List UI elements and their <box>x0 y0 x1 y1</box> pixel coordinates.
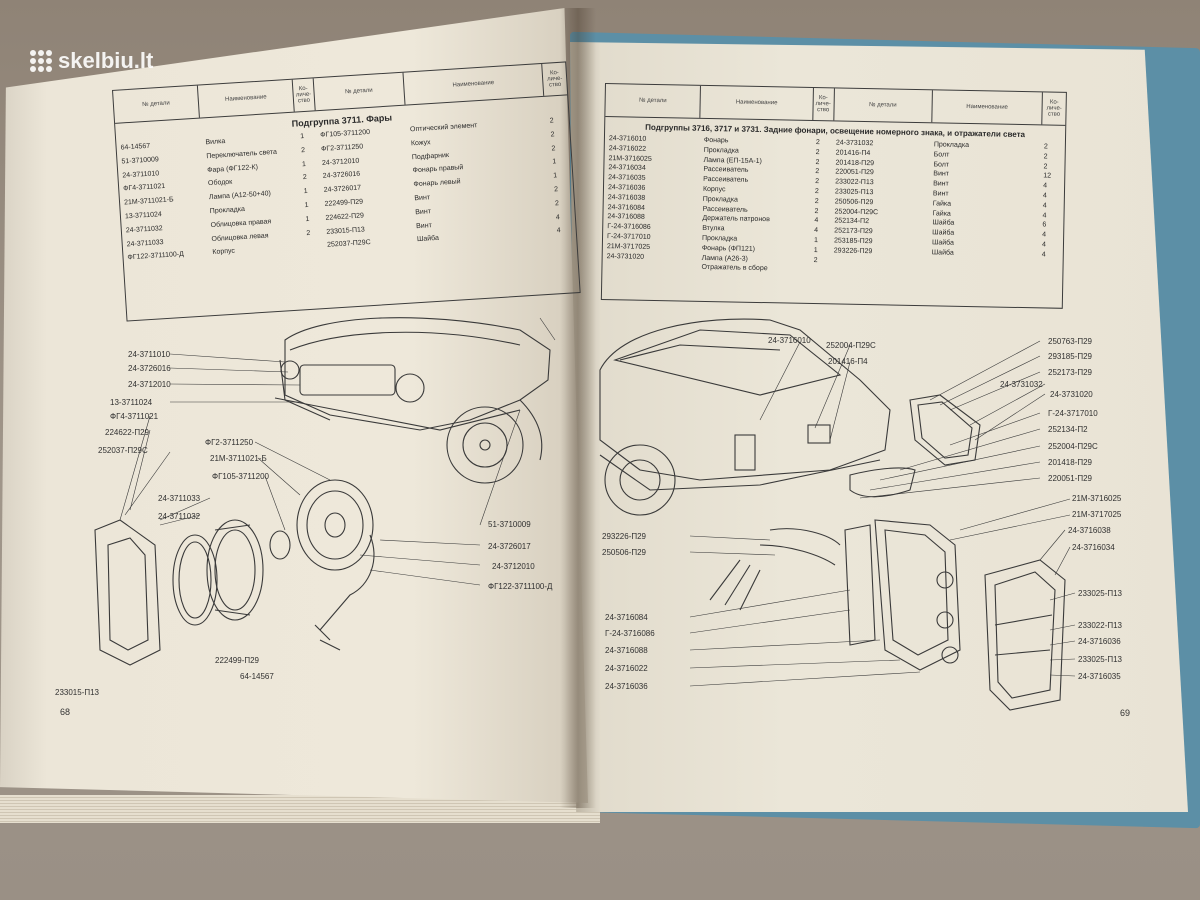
watermark-text: skelbiu.lt <box>58 48 154 73</box>
right-leader-lines <box>689 340 1076 687</box>
car-rear-drawing <box>599 318 916 516</box>
callout-label: 24-3716034 <box>1072 543 1115 552</box>
callout-label: 24-3716035 <box>1078 672 1121 681</box>
callout-label: 24-3711033 <box>158 494 201 503</box>
callout-label: 222499-П29 <box>215 656 260 665</box>
callout-label: 233025-П13 <box>1078 655 1123 664</box>
tail-lamp-exploded-drawing <box>709 394 1066 711</box>
callout-label: 24-3711010 <box>128 350 171 359</box>
dots-icon <box>30 50 52 72</box>
callout-label: 24-3716038 <box>1068 526 1111 535</box>
callout-label: ФГ4-3711021 <box>110 412 159 421</box>
callout-label: 51-3710009 <box>488 520 531 529</box>
callout-label: 201416-П4 <box>828 357 868 366</box>
callout-label: 233015-П13 <box>55 688 100 697</box>
callout-label: 24-3716010 <box>768 336 811 345</box>
watermark-logo: skelbiu.lt <box>30 46 153 76</box>
left-page-number: 68 <box>60 707 71 717</box>
callout-label: 250506-П29 <box>602 548 647 557</box>
callout-label: 64-14567 <box>240 672 274 681</box>
callout-label: 24-3716088 <box>605 646 648 655</box>
callout-label: Г-24-3717010 <box>1048 409 1098 418</box>
headlamp-exploded-drawing <box>94 479 375 666</box>
callout-label: 250763-П29 <box>1048 337 1093 346</box>
callout-label: 24-3716084 <box>605 613 648 622</box>
callout-label: Г-24-3716086 <box>605 629 655 638</box>
callout-label: 24-3731032 <box>1000 380 1043 389</box>
callout-label: 24-3711032 <box>158 512 201 521</box>
callout-label: 252004-П29С <box>1048 442 1098 451</box>
callout-label: 21М-3716025 <box>1072 494 1122 503</box>
callout-label: 252134-П2 <box>1048 425 1088 434</box>
callout-label: 21М-3717025 <box>1072 510 1122 519</box>
right-page-number: 69 <box>1120 708 1131 718</box>
callout-label: 24-3716022 <box>605 664 648 673</box>
callout-label: 24-3716036 <box>1078 637 1121 646</box>
callout-label: 24-3716036 <box>605 682 648 691</box>
callout-label: 24-3712010 <box>128 380 171 389</box>
callout-label: 24-3731020 <box>1050 390 1093 399</box>
left-page <box>0 8 588 803</box>
right-page <box>570 42 1188 812</box>
book-gutter <box>560 8 596 808</box>
car-front-drawing <box>274 317 551 484</box>
callout-label: 293185-П29 <box>1048 352 1093 361</box>
callout-label: 13-3711024 <box>110 398 153 407</box>
callout-label: 224622-П29 <box>105 428 150 437</box>
callout-label: 233025-П13 <box>1078 589 1123 598</box>
callout-label: 252037-П29С <box>98 446 148 455</box>
callout-label: 233022-П13 <box>1078 621 1123 630</box>
callout-label: 24-3726017 <box>488 542 531 551</box>
callout-label: ФГ122-3711100-Д <box>488 582 553 591</box>
callout-label: 220051-П29 <box>1048 474 1093 483</box>
callout-label: 21М-3711021-Б <box>210 454 267 463</box>
callout-label: 201418-П29 <box>1048 458 1093 467</box>
left-leader-lines <box>119 317 556 586</box>
callout-label: 24-3726016 <box>128 364 171 373</box>
callout-label: 252004-П29С <box>826 341 876 350</box>
callout-label: 24-3712010 <box>492 562 535 571</box>
callout-label: ФГ105-3711200 <box>212 472 269 481</box>
callout-label: 252173-П29 <box>1048 368 1093 377</box>
callout-label: 293226-П29 <box>602 532 647 541</box>
callout-label: ФГ2-3711250 <box>205 438 254 447</box>
